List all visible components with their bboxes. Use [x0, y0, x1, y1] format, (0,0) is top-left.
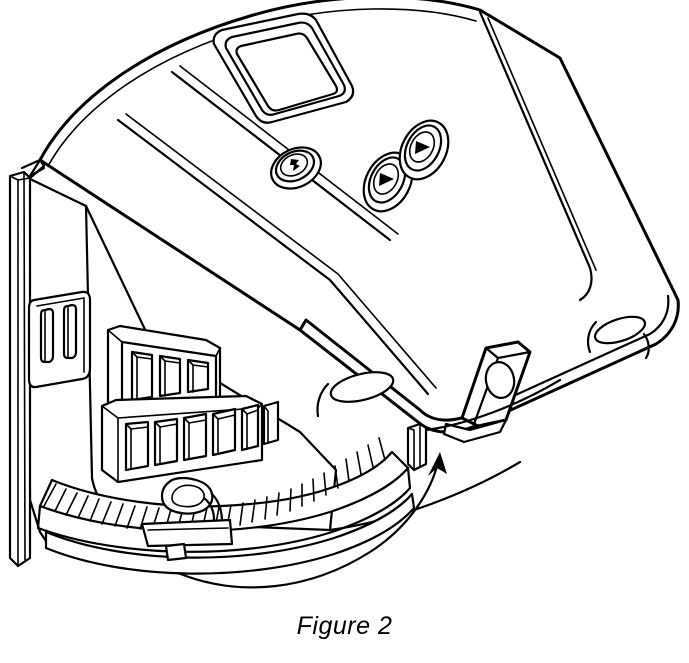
- cable-loop-tab: [140, 476, 234, 562]
- terminal-port-lower-2: [153, 417, 179, 467]
- terminal-port-lower-6: [262, 400, 280, 446]
- base-bottom-lip: [44, 492, 416, 575]
- lcd-display: [212, 12, 355, 124]
- figure-caption: Figure 2: [296, 612, 393, 640]
- triangle-up-icon: [415, 141, 430, 154]
- terminal-port-upper-2: [158, 354, 182, 398]
- front-cover: [28, 0, 680, 434]
- cover-latch-center[interactable]: [316, 367, 396, 418]
- rotation-arrow: [176, 452, 447, 589]
- terminal-port-lower-5: [240, 403, 260, 452]
- vent-slot-left: [39, 307, 55, 364]
- mode-icon: [290, 159, 300, 171]
- latch-post: [406, 422, 428, 472]
- vent-plate: [27, 290, 92, 389]
- terminal-block: [100, 324, 280, 484]
- terminal-port-upper-1: [130, 350, 154, 402]
- base-right-underside: [424, 378, 562, 432]
- terminal-port-lower-4: [211, 407, 237, 457]
- terminal-port-lower-3: [182, 412, 208, 462]
- mode-button[interactable]: [264, 140, 327, 197]
- vent-slot-right: [62, 303, 78, 360]
- cover-latch-right[interactable]: [442, 340, 532, 444]
- terminal-port-lower-1: [124, 420, 150, 472]
- terminal-port-upper-3: [186, 358, 210, 394]
- up-button[interactable]: [390, 112, 458, 187]
- triangle-down-icon: [379, 173, 394, 186]
- cover-latch-corner[interactable]: [586, 312, 650, 360]
